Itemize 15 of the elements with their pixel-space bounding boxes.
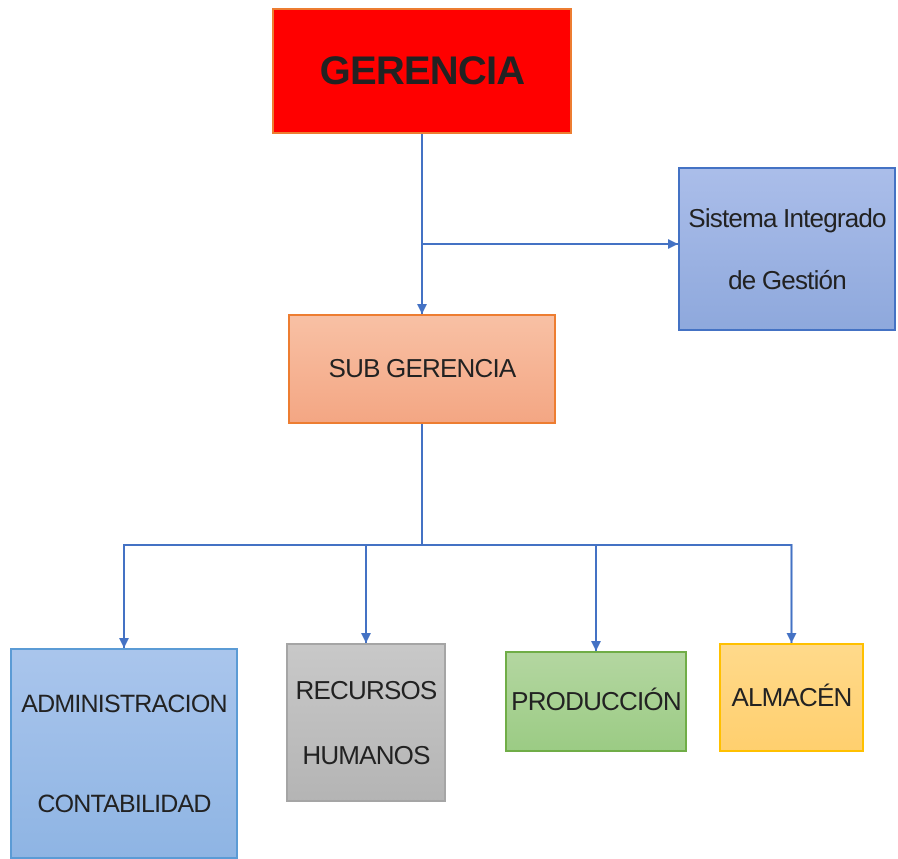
org-box [288,314,556,424]
org-box [272,8,572,134]
box-label: ADMINISTRACION CONTABILIDAD [20,688,228,820]
box-label: RECURSOS HUMANOS [294,674,438,772]
box-label: Sistema Integrado de Gestión [688,202,886,297]
org-box [505,651,687,752]
org-box [678,167,896,331]
arrow [421,134,678,249]
org-box [286,643,446,802]
org-box [10,648,238,859]
box-label: SUB GERENCIA [328,353,516,385]
org-box [719,643,864,752]
box-label: PRODUCCIÓN [511,686,681,718]
box-label: GERENCIA [320,48,524,95]
box-label: ALMACÉN [731,682,852,714]
